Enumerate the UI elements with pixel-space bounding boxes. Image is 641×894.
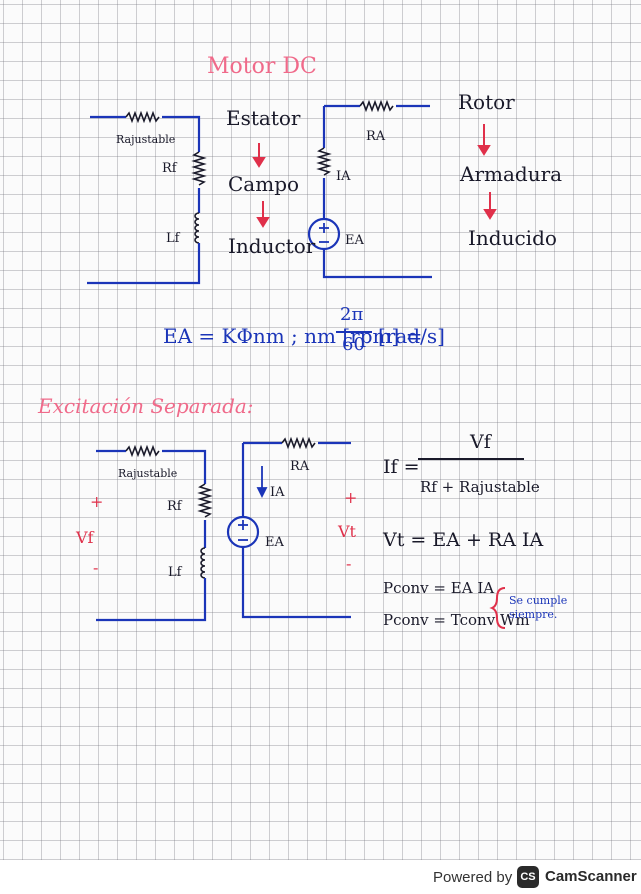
chain-left-item-1: Estator	[226, 106, 301, 130]
chain-right-item-3: Inducido	[468, 226, 557, 250]
graph-paper-page: Motor DC Rajustable Rf Lf Estator Campo …	[0, 0, 641, 860]
formula-pconv-2: Pconv = Tconv Wm	[383, 611, 530, 629]
armature-circuit-2	[307, 99, 432, 279]
label-rajustable-3: Rajustable	[118, 467, 178, 480]
field-circuit-1	[87, 110, 207, 285]
section-title: Excitación Separada:	[38, 394, 254, 418]
side-note: Se cumple siempre.	[509, 594, 568, 622]
label-lf-1: Lf	[166, 231, 180, 246]
brace	[489, 587, 506, 629]
formula-pconv-1: Pconv = EA IA	[383, 579, 495, 597]
label-rf-3: Rf	[167, 499, 182, 514]
label-ia-4: IA	[270, 485, 285, 500]
chain-left-item-3: Inductor	[228, 234, 316, 258]
chain-right-item-1: Rotor	[458, 90, 515, 114]
label-vf: Vf	[76, 528, 94, 547]
vf-minus-sign: -	[93, 558, 99, 577]
chain-right-item-2: Armadura	[460, 162, 563, 186]
armature-circuit-4	[226, 436, 351, 619]
powered-by-text: Powered by	[433, 869, 513, 886]
label-ia-2: IA	[336, 169, 351, 184]
source-signs-2	[319, 223, 329, 243]
camscanner-brand: CamScanner	[545, 868, 637, 885]
label-ra-4: RA	[290, 459, 310, 474]
camscanner-logo-icon: CS	[517, 866, 539, 888]
vf-plus-sign: +	[90, 492, 104, 511]
formula-vt: Vt = EA + RA IA	[383, 529, 544, 551]
label-rf-1: Rf	[162, 161, 177, 176]
formula-if-bar	[418, 458, 524, 460]
chain-arrows-left	[252, 143, 270, 228]
formula-if-denominator: Rf + Rajustable	[420, 478, 540, 496]
label-vt: Vt	[338, 522, 356, 541]
equation-units: [rad/s]	[378, 324, 445, 348]
label-rajustable-1: Rajustable	[116, 133, 176, 146]
scanner-footer: Powered by CS CamScanner	[0, 860, 641, 894]
field-circuit-3	[96, 444, 213, 622]
formula-if-numerator: Vf	[470, 431, 491, 453]
formula-if-lhs: If =	[383, 456, 420, 478]
page-title: Motor DC	[207, 54, 317, 79]
source-signs-4	[238, 466, 268, 541]
label-ea-2: EA	[345, 233, 364, 248]
vt-minus-sign: -	[346, 554, 352, 573]
vt-plus-sign: +	[344, 488, 358, 507]
equation-fraction-bar	[336, 331, 372, 333]
equation-fraction-numerator: 2π	[340, 304, 364, 325]
chain-arrows-right	[477, 124, 497, 220]
equation-fraction-denominator: 60	[342, 334, 365, 355]
label-ea-4: EA	[265, 535, 284, 550]
label-ra-2: RA	[366, 129, 386, 144]
chain-left-item-2: Campo	[228, 172, 300, 196]
circuit-drawings	[87, 99, 506, 629]
label-lf-3: Lf	[168, 565, 182, 580]
